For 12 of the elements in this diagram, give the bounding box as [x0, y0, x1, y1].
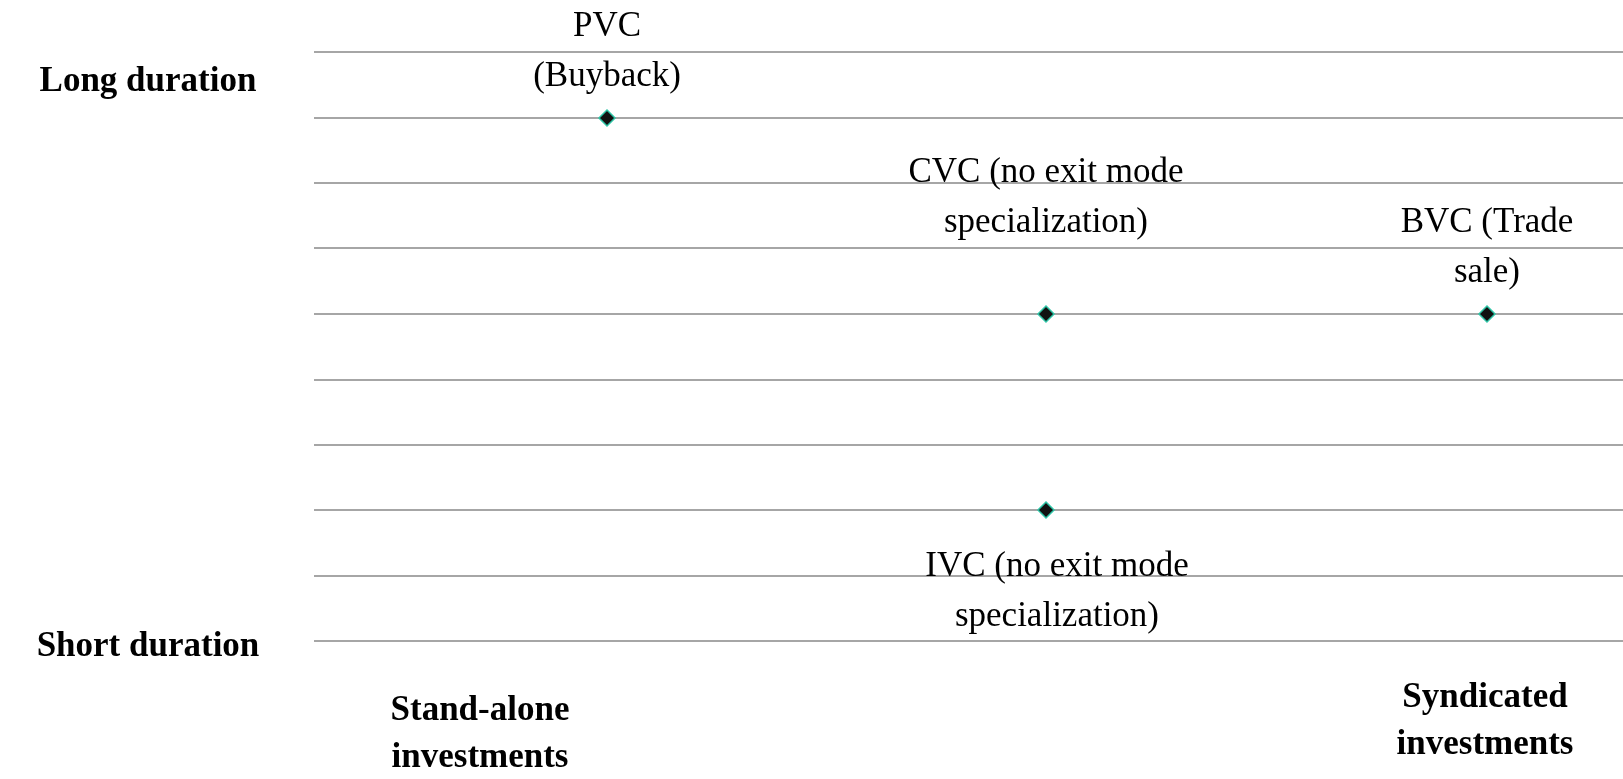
point-label: PVC (Buyback) [532, 4, 682, 96]
axis-label: Short duration [35, 624, 261, 666]
data-point-marker [1036, 304, 1056, 324]
point-label: CVC (no exit mode specialization) [907, 150, 1185, 242]
data-point-marker [597, 108, 617, 128]
data-point-marker [1477, 304, 1497, 324]
axis-label: Syndicated investments [1395, 675, 1575, 764]
data-point-marker [1036, 500, 1056, 520]
point-label: IVC (no exit mode specialization) [924, 544, 1190, 636]
point-label: BVC (Trade sale) [1399, 200, 1575, 292]
axis-label: Long duration [38, 59, 258, 101]
axis-label: Stand-alone investments [389, 688, 571, 777]
